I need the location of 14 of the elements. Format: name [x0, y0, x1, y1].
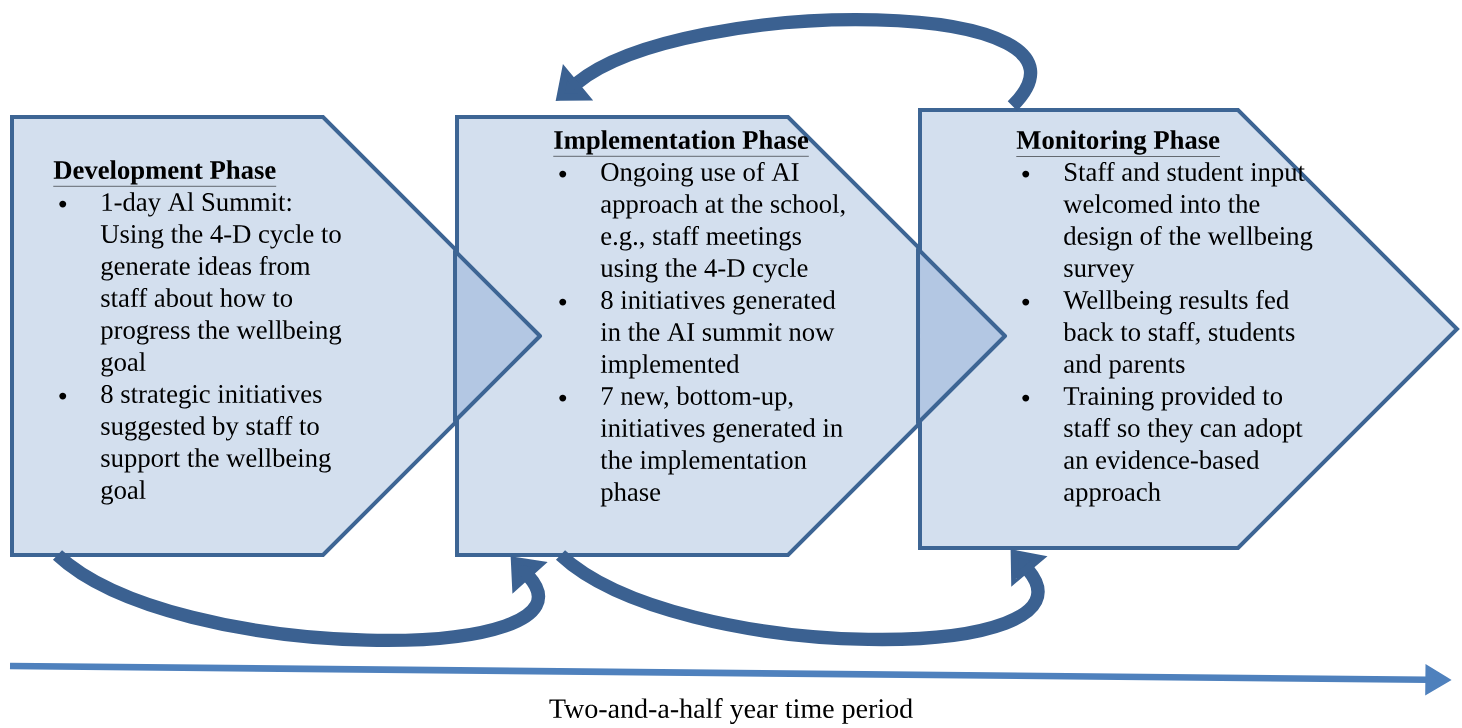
phase-heading: Implementation Phase	[553, 130, 810, 157]
chevron-tip	[916, 247, 1007, 425]
bullet-item: 8 initiatives generated in the AI summit now implemented	[559, 290, 836, 379]
bullet-item: Wellbeing results fed back to staff, students and parents	[1022, 290, 1295, 379]
phase-heading: Development Phase	[53, 160, 277, 187]
bullet-item: Staff and student input welcomed into the design of the wellbeing survey	[1022, 162, 1313, 283]
bullet-item: Ongoing use of AI approach at the school, e.g., staff meetings using the 4-D cycle	[559, 162, 845, 283]
bullet-item: Training provided to staff so they can adopt an evidence-based approach	[1022, 386, 1303, 507]
bullet-item: 8 strategic initiatives suggested by staff to support the wellbeing goal	[59, 385, 331, 505]
phase-heading: Monitoring Phase	[1016, 130, 1221, 157]
chevron-tip	[453, 249, 542, 423]
axis-label: Two-and-a-half year time period	[549, 698, 913, 724]
bullet-item: 1-day Al Summit: Using the 4-D cycle to generate ideas from staff about how to progress the wellbeing goal	[59, 192, 342, 377]
bullet-item: 7 new, bottom-up, initiatives generated in the implementation phase	[559, 386, 843, 507]
